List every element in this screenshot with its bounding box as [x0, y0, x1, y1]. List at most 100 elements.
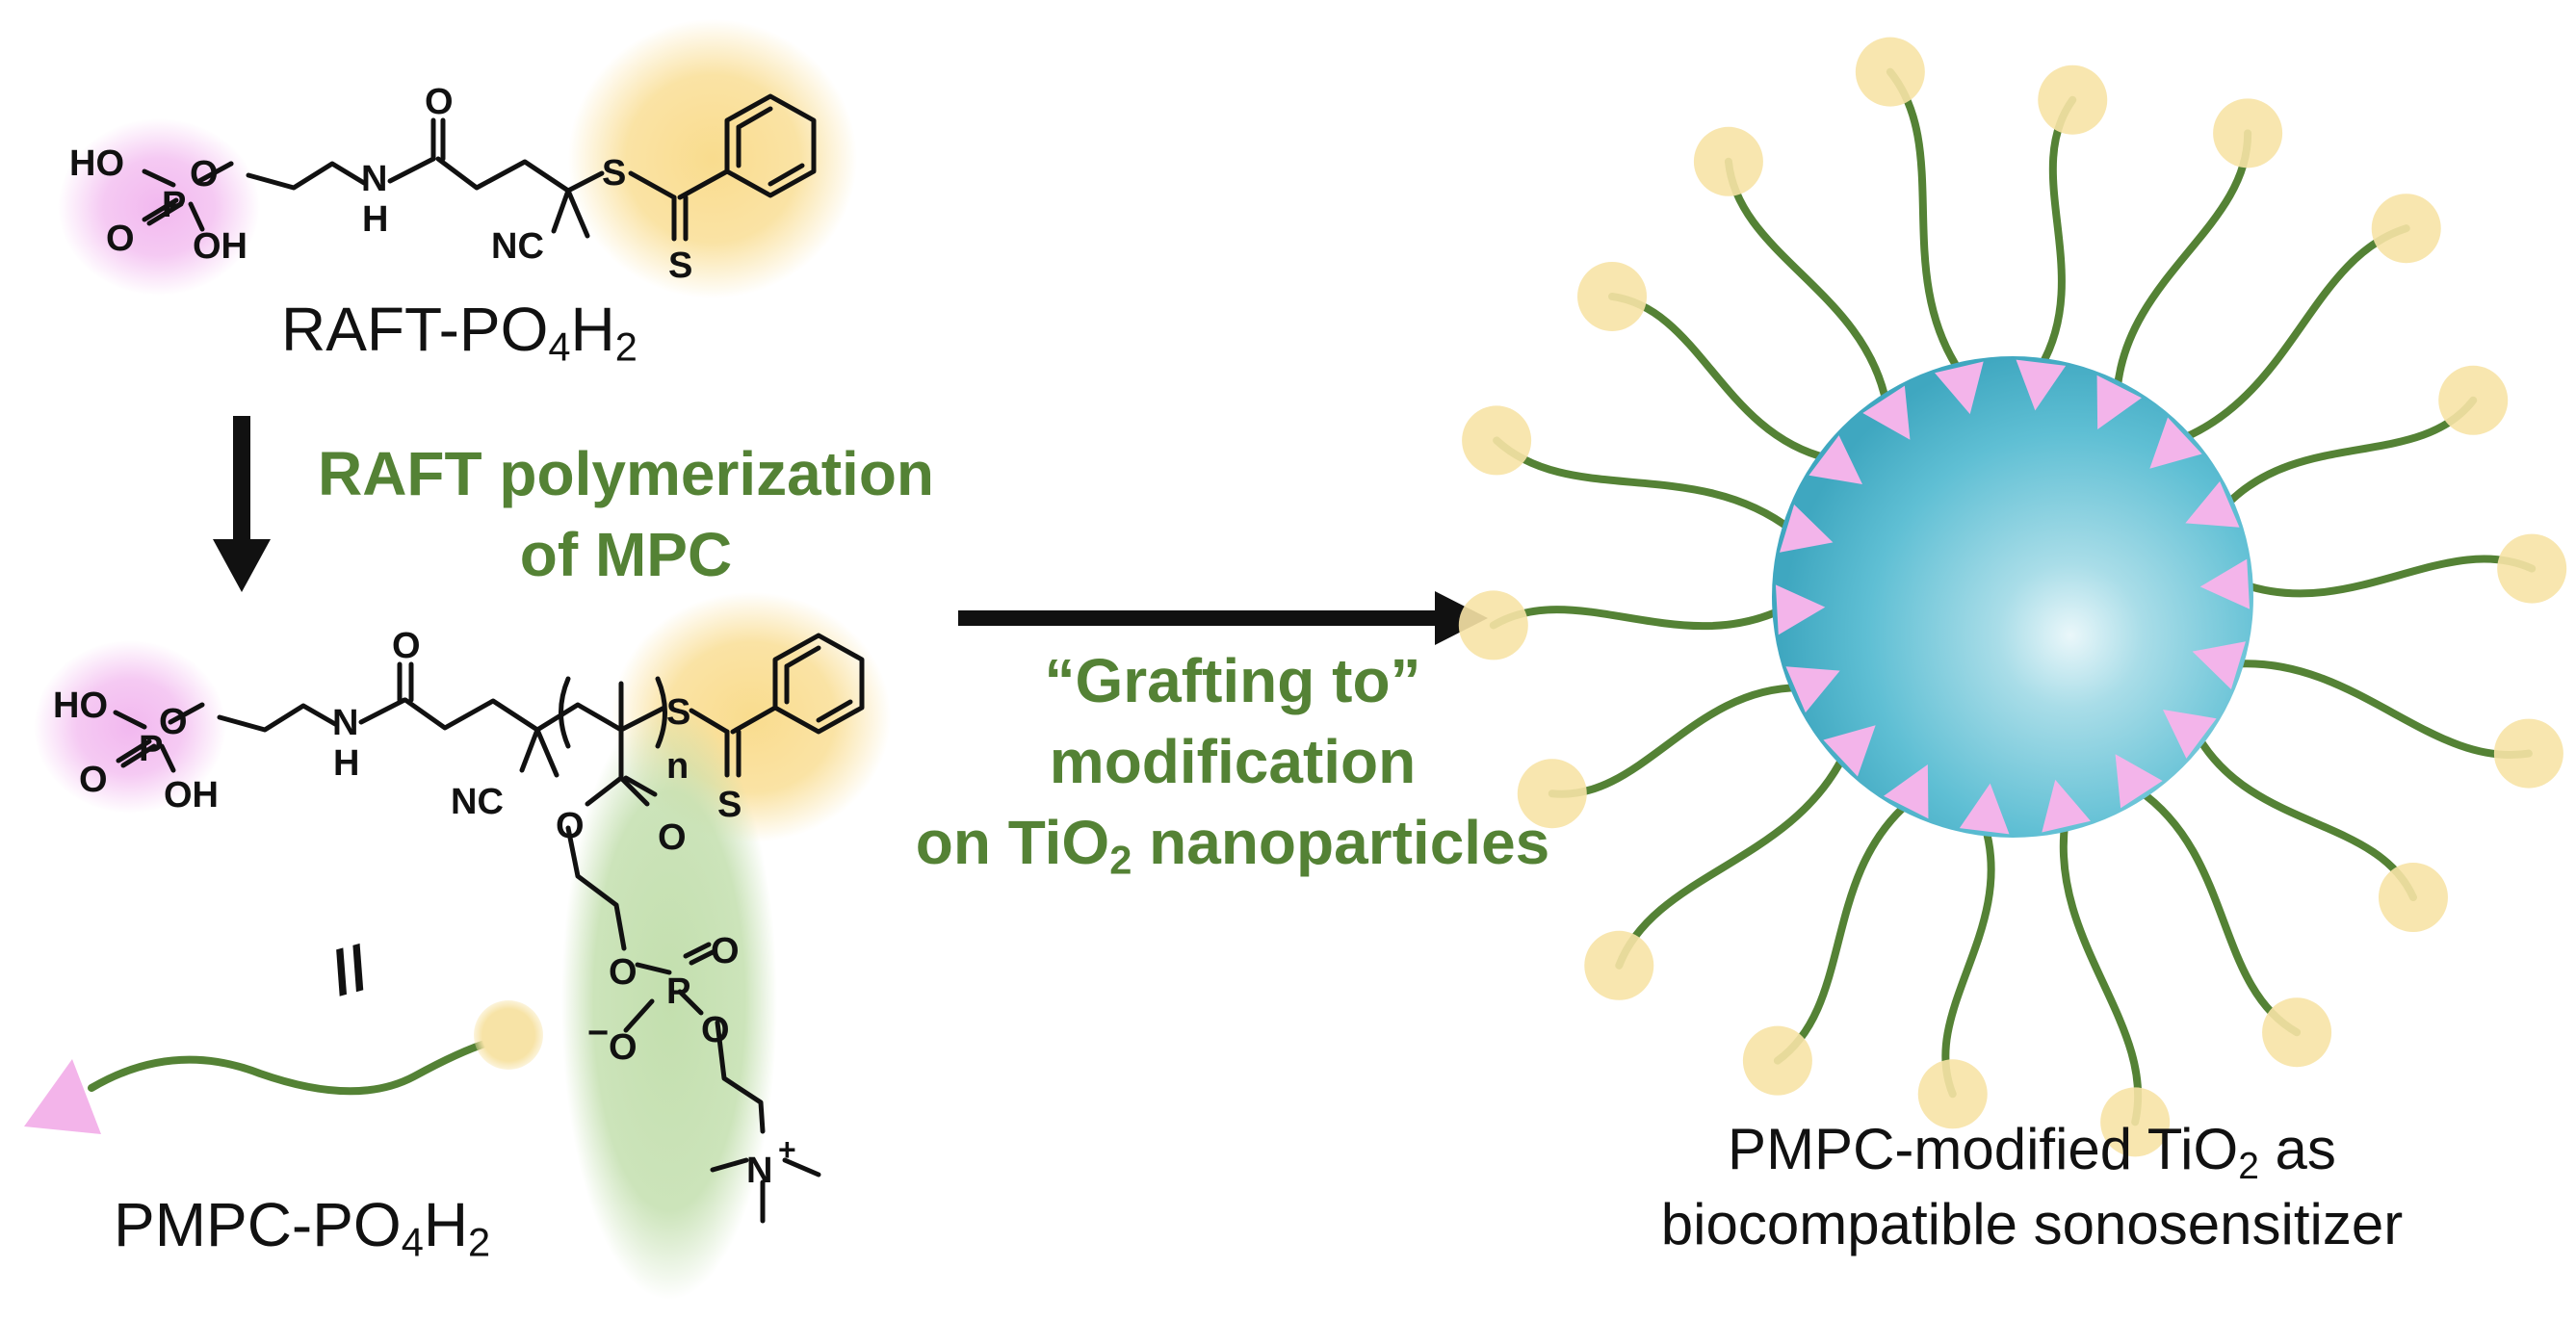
chain-end-bead [1693, 126, 1763, 196]
raft-agent-name-main: RAFT-PO [281, 295, 549, 364]
raft-agent-name-sub1: 4 [548, 324, 571, 370]
anchor-triangle [2115, 754, 2163, 809]
step2-line3-main: on TiO [915, 808, 1110, 877]
step1-label: RAFT polymerization of MPC [289, 433, 963, 595]
chain-end-bead [2262, 997, 2332, 1068]
raft-agent-name: RAFT-PO4H2 [281, 294, 637, 367]
nanoparticle-assembly [1458, 37, 2567, 1157]
chain-end-bead [2438, 365, 2509, 435]
product-line2: biocompatible sonosensitizer [1660, 1192, 2404, 1256]
product-line1-tail: as [2258, 1117, 2336, 1181]
chain-end-bead [2038, 65, 2108, 135]
step1-line1: RAFT polymerization [317, 439, 935, 508]
anchor-triangle [1808, 435, 1863, 484]
right-arrow [958, 591, 1488, 645]
tio2-particle [1772, 356, 2253, 838]
repeat-n: n [666, 746, 689, 787]
polymer-chain [2135, 786, 2302, 1037]
product-caption: PMPC-modified TiO2 as biocompatible sono… [1522, 1112, 2542, 1262]
atom-p: P [666, 971, 690, 1012]
chain-end-bead [2497, 533, 2567, 604]
anchor-triangle [2042, 779, 2091, 833]
pmpc-name-mid: H [423, 1190, 469, 1259]
product-line1-main: PMPC-modified TiO [1728, 1117, 2239, 1181]
atom-o: O [609, 952, 637, 993]
pmpc-name-main: PMPC-PO [114, 1190, 402, 1259]
step2-line3-sub: 2 [1109, 837, 1132, 883]
chain-end-bead [1577, 261, 1648, 331]
step1-line2: of MPC [519, 520, 733, 589]
polymer-chain [2036, 95, 2077, 372]
anchor-triangle [1823, 725, 1876, 777]
atom-h: H [362, 199, 388, 240]
anchor-triangle [1780, 504, 1834, 553]
atom-n: N [332, 703, 358, 743]
atom-o: O [159, 702, 188, 742]
end-bead [474, 1000, 543, 1070]
step2-label: “Grafting to” modification on TiO2 nanop… [847, 640, 1618, 883]
chain-end-bead [1917, 1059, 1988, 1129]
chain-end-bead [1855, 37, 1925, 107]
atom-o-minus-sign: − [587, 1013, 609, 1053]
step2-line3-tail: nanoparticles [1132, 808, 1550, 877]
polymer-chain [2113, 129, 2252, 395]
atom-nc: NC [451, 782, 504, 822]
chain-end-bead [1517, 759, 1587, 829]
polymer-chain [1615, 751, 1848, 970]
atom-o: O [425, 82, 454, 122]
atom-ho: HO [69, 143, 124, 184]
plus-charge: + [778, 1132, 796, 1167]
atom-p: P [162, 185, 186, 225]
anchor-triangle [1775, 584, 1826, 635]
atom-oh: OH [164, 775, 219, 815]
chain-end-bead [2100, 1087, 2171, 1157]
anchor-triangle [1959, 783, 2010, 835]
chain-end-bead [2213, 98, 2283, 168]
raft-agent-name-sub2: 2 [614, 324, 637, 370]
phosphate-glow-top [58, 118, 260, 296]
anchor-triangle [2199, 558, 2251, 609]
atom-ho: HO [53, 686, 108, 726]
polymer-chain [1886, 67, 1965, 376]
atom-s: S [668, 246, 692, 286]
atom-o: O [711, 931, 740, 971]
polymer-chain [2193, 732, 2417, 902]
raft-agent-name-mid: H [570, 295, 615, 364]
atom-o: O [190, 154, 219, 194]
chain-end-bead [2378, 863, 2448, 933]
step2-line2: modification [1049, 727, 1417, 796]
polymer-chain [1941, 822, 1995, 1099]
atom-o: O [658, 817, 687, 858]
anchor-triangle [2162, 710, 2217, 759]
atom-n-plus: N [746, 1151, 772, 1191]
atom-n: N [361, 159, 387, 199]
raft-agent-structure: HO O P O OH N H O NC S S [69, 82, 817, 286]
polymer-chain [1724, 157, 1890, 408]
pmpc-structure: HO O P O OH N H O NC S n S O O O P O − O… [53, 626, 865, 1224]
polymer-chain [2221, 396, 2478, 510]
atom-nc: NC [491, 226, 544, 267]
step2-line3: on TiO2 nanoparticles [847, 802, 1618, 883]
chain-end-bead [1462, 405, 1532, 476]
atom-s: S [602, 153, 626, 194]
polymer-chain [2177, 224, 2410, 443]
anchor-triangle [2185, 480, 2240, 528]
down-arrow [213, 416, 271, 592]
atom-o: O [609, 1027, 637, 1068]
product-line1: PMPC-modified TiO2 as [1522, 1112, 2542, 1187]
atom-o: O [392, 626, 421, 666]
anchor-triangle [1884, 764, 1929, 819]
phosphate-glow-bottom [34, 640, 226, 814]
pmpc-name-sub1: 4 [401, 1219, 424, 1265]
atom-oh: OH [193, 226, 247, 267]
polymer-cartoon [24, 1000, 543, 1134]
polymer-chain [1493, 436, 1796, 534]
atom-o: O [106, 219, 135, 259]
atom-s: S [717, 785, 742, 825]
atom-o: O [701, 1010, 730, 1050]
phosphorylcholine-glow [561, 703, 777, 1300]
polymer-chain [2059, 817, 2143, 1126]
polymer-chain [1608, 292, 1833, 462]
polymer-chain [2239, 555, 2537, 598]
